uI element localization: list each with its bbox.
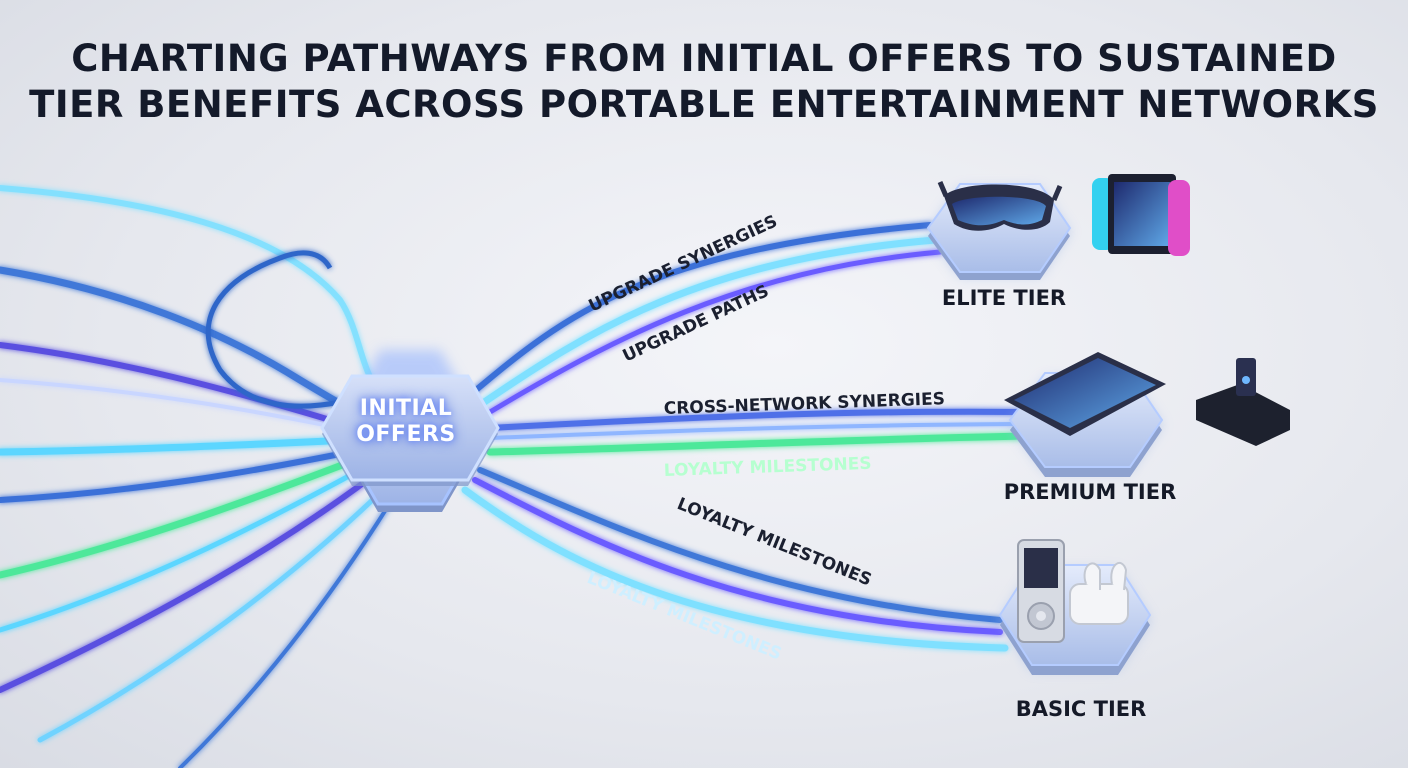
- page-title: CHARTING PATHWAYS FROM INITIAL OFFERS TO…: [0, 36, 1408, 128]
- title-line-1: CHARTING PATHWAYS FROM INITIAL OFFERS TO…: [0, 36, 1408, 82]
- loop-stream: [208, 253, 340, 406]
- title-line-2: TIER BENEFITS ACROSS PORTABLE ENTERTAINM…: [0, 82, 1408, 128]
- media-player-icon: [1018, 540, 1064, 642]
- elite-tier-label: ELITE TIER: [942, 286, 1066, 310]
- path-label-upgrade-paths: UPGRADE PATHS: [620, 281, 772, 366]
- basic-tier-label: BASIC TIER: [1016, 697, 1147, 721]
- handheld-console-icon: [1092, 174, 1190, 256]
- incoming-streams: [0, 188, 395, 768]
- hub-label: INITIAL OFFERS: [356, 396, 456, 448]
- dock-icon: [1196, 358, 1290, 446]
- premium-tier-label: PREMIUM TIER: [1004, 480, 1177, 504]
- path-label-loyalty-milestones-basic-upper: LOYALTY MILESTONES: [674, 494, 874, 590]
- hub-label-line-1: INITIAL: [356, 396, 456, 422]
- path-label-loyalty-milestones-premium: LOYALTY MILESTONES: [663, 454, 871, 481]
- hub-label-line-2: OFFERS: [356, 422, 456, 448]
